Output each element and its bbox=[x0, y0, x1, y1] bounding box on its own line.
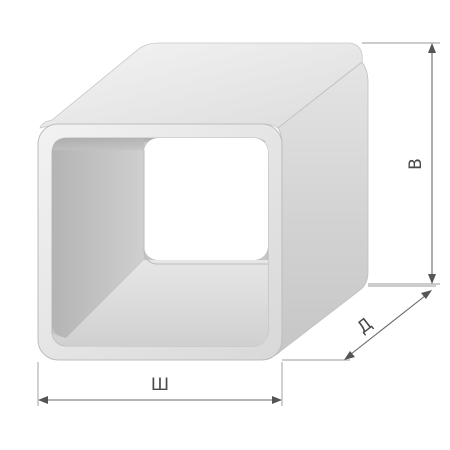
depth-arrow-front bbox=[344, 351, 355, 360]
depth-dimension-line bbox=[345, 291, 431, 359]
height-label: В bbox=[406, 158, 426, 170]
depth-label: Д bbox=[354, 314, 377, 338]
tube-inner-bottom-wall bbox=[52, 260, 268, 346]
tube-far-opening-edge bbox=[143, 150, 268, 265]
width-label: Ш bbox=[151, 375, 169, 395]
tube-top-face bbox=[39, 42, 363, 129]
tube-inner-left-wall bbox=[52, 138, 144, 338]
tube-far-opening bbox=[144, 138, 268, 260]
width-arrow-right bbox=[272, 396, 282, 404]
height-arrow-top bbox=[428, 43, 436, 53]
depth-arrow-back bbox=[421, 290, 432, 299]
width-arrow-left bbox=[38, 396, 48, 404]
height-arrow-bottom bbox=[428, 274, 436, 284]
